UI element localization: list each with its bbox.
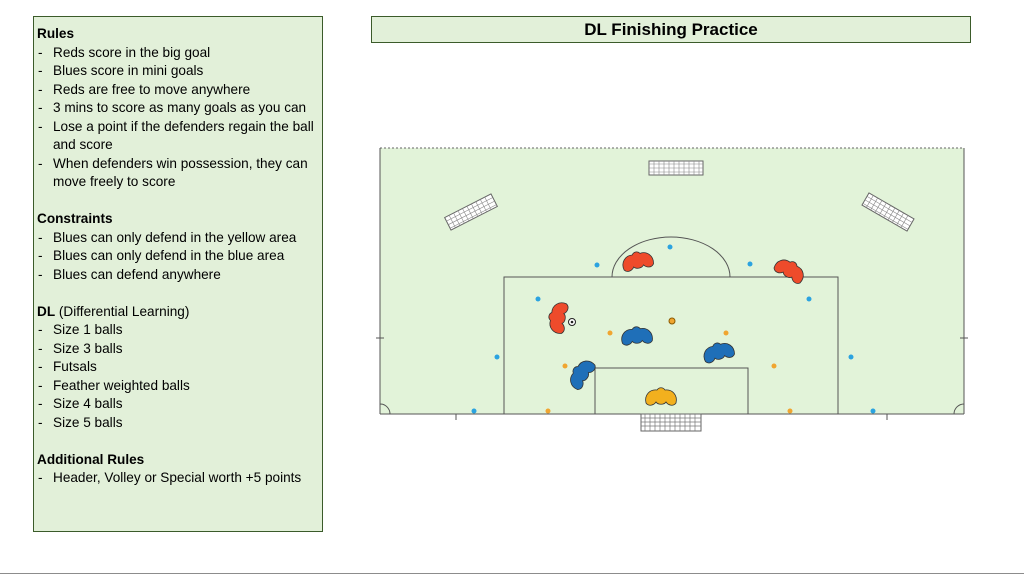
list-item: Blues can only defend in the yellow area <box>37 229 319 248</box>
orange-cone <box>545 408 551 414</box>
diagram-title: DL Finishing Practice <box>371 16 971 43</box>
penalty-arc <box>611 236 731 278</box>
mini-goal-top <box>648 160 704 176</box>
list-item: Blues score in mini goals <box>37 62 319 81</box>
section-heading-text: Additional Rules <box>37 451 145 467</box>
section-heading-text: Constraints <box>37 211 113 226</box>
section-heading: Constraints <box>37 210 319 229</box>
pitch-surface <box>380 148 964 414</box>
list-item: Blues can defend anywhere <box>37 266 319 285</box>
blue-cone <box>870 408 876 414</box>
list-item: Futsals <box>37 358 319 377</box>
big-goal <box>640 413 702 432</box>
list-item: Size 1 balls <box>37 321 319 340</box>
section-heading-text: Rules <box>37 26 75 41</box>
corner-arc-right <box>953 403 965 415</box>
list-item: Blues can only defend in the blue area <box>37 247 319 266</box>
section-list: Header, Volley or Special worth +5 point… <box>37 469 319 488</box>
list-item: 3 mins to score as many goals as you can <box>37 99 319 118</box>
section-list: Blues can only defend in the yellow area… <box>37 229 319 285</box>
blue-cone <box>471 408 477 414</box>
orange-cone <box>562 363 568 369</box>
orange-cone <box>668 317 676 325</box>
bottom-divider <box>0 573 1024 574</box>
section-heading: Rules <box>37 25 319 44</box>
blue-cones <box>471 244 876 414</box>
blue-cone <box>667 244 673 250</box>
list-item: Size 4 balls <box>37 395 319 414</box>
list-item: Size 5 balls <box>37 414 319 433</box>
section-heading-text: DL <box>37 303 56 319</box>
blue-cone <box>535 296 541 302</box>
section-list: Size 1 ballsSize 3 ballsFutsalsFeather w… <box>37 321 319 432</box>
orange-cone <box>771 363 777 369</box>
corner-arc-left <box>379 403 391 415</box>
list-item: Feather weighted balls <box>37 377 319 396</box>
section-heading: DL (Differential Learning) <box>37 303 319 322</box>
blue-cone <box>494 354 500 360</box>
list-item: Lose a point if the defenders regain the… <box>37 118 319 155</box>
soccer-ball-icon <box>568 318 576 326</box>
list-item: Size 3 balls <box>37 340 319 359</box>
rules-panel: RulesReds score in the big goalBlues sco… <box>33 16 323 532</box>
list-item: Reds score in the big goal <box>37 44 319 63</box>
section-heading-suffix: (Differential Learning) <box>55 303 190 319</box>
list-item: Header, Volley or Special worth +5 point… <box>37 469 319 488</box>
orange-cone <box>723 330 729 336</box>
mini-goal-right <box>861 192 915 232</box>
blue-cone <box>806 296 812 302</box>
orange-cones <box>545 317 793 414</box>
section-list: Reds score in the big goalBlues score in… <box>37 44 319 192</box>
blue-cone <box>594 262 600 268</box>
blue-cone <box>848 354 854 360</box>
list-item: Reds are free to move anywhere <box>37 81 319 100</box>
orange-cone <box>787 408 793 414</box>
blue-cone <box>747 261 753 267</box>
mini-goal-left <box>443 193 499 231</box>
orange-cone <box>607 330 613 336</box>
section-heading: Additional Rules <box>37 451 319 470</box>
list-item: When defenders win possession, they can … <box>37 155 319 192</box>
